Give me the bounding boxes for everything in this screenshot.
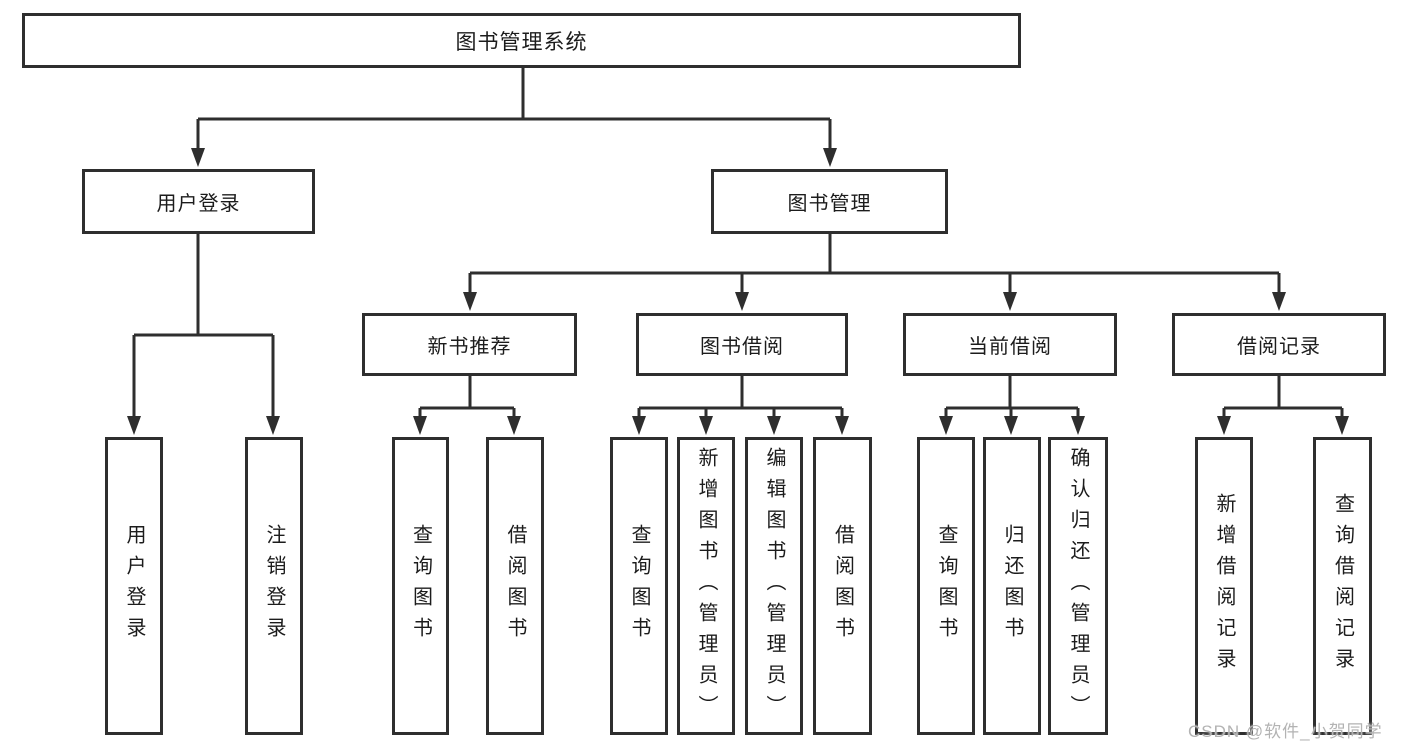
arrow-icon [699,416,713,435]
arrowheads [127,148,1349,435]
arrow-icon [735,292,749,311]
arrow-icon [191,148,205,167]
watermark: CSDN @软件_小贺同学 [1188,722,1383,741]
node-label: 注销登录 [263,524,285,648]
connector-book-borrow [637,376,844,418]
arrow-icon [127,416,141,435]
arrow-icon [1335,416,1349,435]
connector-new-book [418,376,516,418]
node-label: 图书管理系统 [455,30,588,54]
node-label: 当前借阅 [968,336,1052,358]
leaf-nb-query-books: 查询图书 [392,437,449,735]
connector-root [196,68,832,150]
leaf-br-add-borrow-record: 新增借阅记录 [1195,437,1253,735]
node-label: 新增图书（管理员） [695,446,717,726]
arrow-icon [1071,416,1085,435]
node-label: 图书管理 [787,193,872,215]
node-label: 查询图书 [409,524,432,648]
connector-current-borrow [944,376,1080,418]
node-current-borrowing: 当前借阅 [903,313,1117,376]
node-label: 用户登录 [156,193,241,215]
arrow-icon [835,416,849,435]
leaf-bb-borrow-books: 借阅图书 [813,437,872,735]
leaf-bb-add-books-admin: 新增图书（管理员） [677,437,735,735]
leaf-logout: 注销登录 [245,437,303,735]
node-label: 确认归还（管理员） [1067,446,1089,726]
arrow-icon [1217,416,1231,435]
connector-book-management [468,234,1281,294]
arrow-icon [266,416,280,435]
connector-user-login [132,234,275,418]
node-label: 新增借阅记录 [1213,493,1235,679]
node-book-management: 图书管理 [711,169,948,234]
leaf-bb-edit-books-admin: 编辑图书（管理员） [745,437,803,735]
arrow-icon [632,416,646,435]
node-label: 查询图书 [628,524,650,648]
leaf-cb-return-books: 归还图书 [983,437,1041,735]
arrow-icon [413,416,427,435]
node-label: 用户登录 [123,524,145,648]
node-user-login: 用户登录 [82,169,315,234]
leaf-user-login: 用户登录 [105,437,163,735]
leaf-cb-query-books: 查询图书 [917,437,975,735]
node-label: 新书推荐 [427,336,512,358]
node-label: 归还图书 [1001,524,1023,648]
node-label: 图书借阅 [700,336,784,358]
node-label: 查询图书 [935,524,957,648]
node-label: 编辑图书（管理员） [763,446,785,726]
leaf-nb-borrow-books: 借阅图书 [486,437,544,735]
node-label: 借阅图书 [504,524,526,648]
arrow-icon [463,292,477,311]
node-book-borrowing: 图书借阅 [636,313,848,376]
leaf-cb-confirm-return-admin: 确认归还（管理员） [1048,437,1108,735]
node-borrowing-records: 借阅记录 [1172,313,1386,376]
connector-borrow-records [1222,376,1344,418]
arrow-icon [939,416,953,435]
arrow-icon [1003,292,1017,311]
leaf-br-query-borrow-record: 查询借阅记录 [1313,437,1372,735]
node-label: 查询借阅记录 [1331,493,1354,679]
arrow-icon [767,416,781,435]
node-label: 借阅图书 [831,524,854,648]
node-label: 借阅记录 [1237,336,1321,358]
node-library-management-system: 图书管理系统 [22,13,1021,68]
arrow-icon [823,148,837,167]
leaf-bb-query-books: 查询图书 [610,437,668,735]
node-new-book-recommendation: 新书推荐 [362,313,577,376]
arrow-icon [1272,292,1286,311]
arrow-icon [507,416,521,435]
arrow-icon [1004,416,1018,435]
